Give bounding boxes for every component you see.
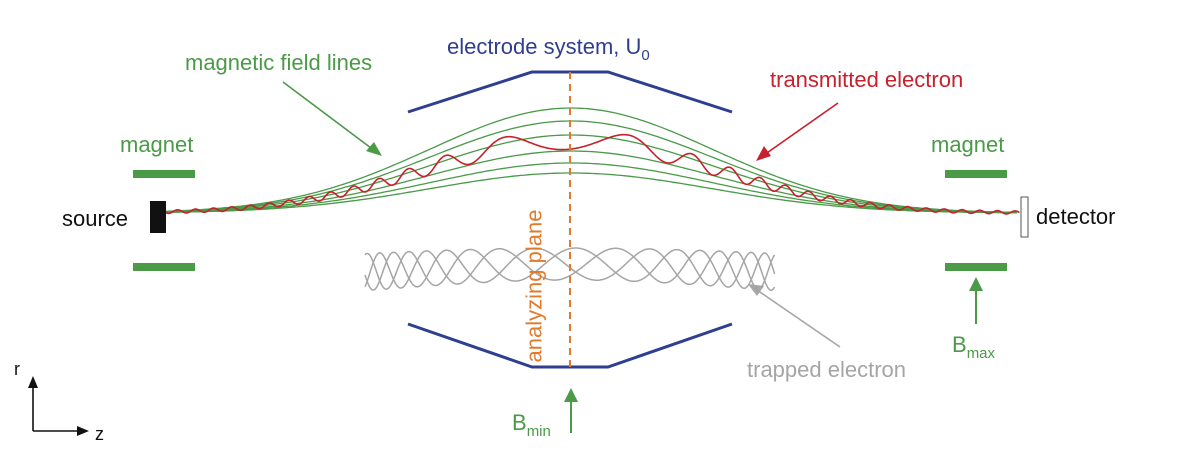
magnet-left-top [133,170,195,178]
transmitted-electron-label: transmitted electron [770,67,964,92]
transmitted-pointer [763,102,839,156]
trapped-electron-label: trapped electron [747,357,906,382]
source-block [150,201,166,233]
magnet-right-label: magnet [931,132,1005,157]
electrode-system-label: electrode system, U0 [447,34,650,64]
field-line [164,120,1018,214]
bmax-arrowhead [969,277,983,291]
r-axis-label: r [14,359,20,379]
trapped-pointer [756,289,841,348]
magnetic-field-lines [164,107,1018,214]
magnet-left-bottom [133,263,195,271]
field-lines-arrowhead [366,142,382,156]
bmin-arrowhead [564,388,578,402]
magnetic-field-lines-label: magnetic field lines [185,50,373,75]
trapped-helix-strand [364,247,776,292]
magnet-right-bottom [945,263,1007,271]
transmitted-electron-path [164,133,1020,215]
field-line [164,162,1018,214]
bmax-label: Bmax [952,332,996,362]
source-label: source [62,206,129,231]
r-axis-arrowhead [28,376,38,388]
field-line [164,107,1018,213]
trapped-helix-strand [364,247,776,291]
z-axis-arrowhead [77,426,89,436]
transmitted-arrowhead [756,146,771,161]
magnet-left-label: magnet [120,132,194,157]
analyzing-plane-label: analyzing plane [521,209,547,363]
trapped-arrowhead [748,284,764,296]
field-line [164,150,1018,214]
detector-plate [1020,196,1029,238]
magnet-right-top [945,170,1007,178]
field-line [164,172,1017,214]
field-lines-pointer [282,81,376,152]
bmin-label: Bmin [512,410,551,440]
z-axis-label: z [95,424,104,444]
detector-label: detector [1036,204,1116,229]
